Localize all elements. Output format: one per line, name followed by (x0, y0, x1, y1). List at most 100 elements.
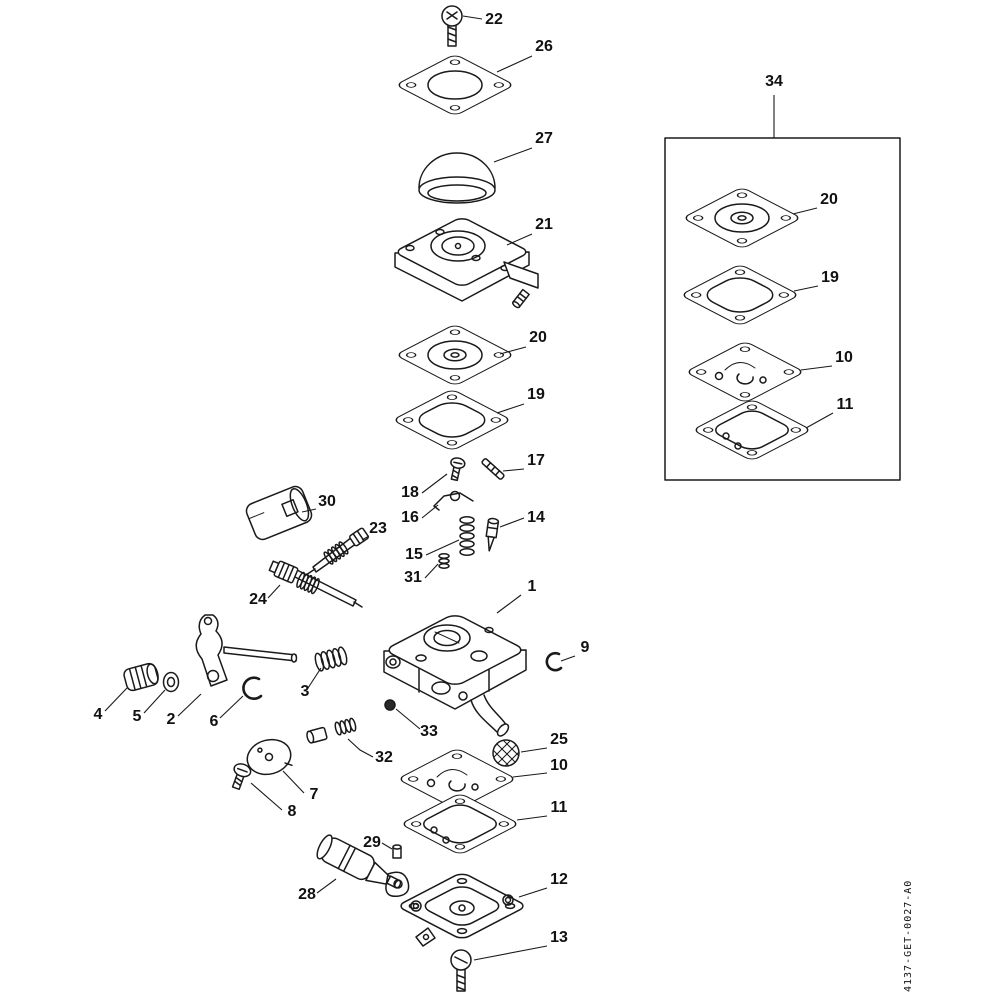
part-19-gasket-kit (679, 263, 801, 327)
callout-label: 12 (550, 871, 568, 888)
callout-17: 17 (502, 452, 545, 472)
callout-16: 16 (401, 504, 439, 526)
callout-label: 33 (420, 723, 438, 740)
part-7-valve-disc (243, 735, 294, 779)
part-18-screw (447, 457, 465, 481)
part-29-plug (393, 845, 401, 858)
part-15-spring (460, 517, 474, 555)
part-20-diaphragm-kit (681, 186, 803, 250)
callout-label: 9 (581, 639, 590, 656)
callout-24: 24 (249, 584, 281, 608)
part-23-adjusting-screw-high (306, 528, 369, 575)
part-33-ball (385, 700, 395, 710)
callout-7: 7 (282, 770, 319, 803)
callout-label: 28 (298, 886, 316, 903)
callout-10-kit: 10 (800, 349, 853, 371)
callout-label: 19 (527, 386, 545, 403)
callout-4: 4 (94, 687, 128, 723)
callout-label: 17 (527, 452, 545, 469)
callout-11: 11 (516, 799, 568, 821)
part-16-metering-lever (434, 492, 473, 511)
callout-2: 2 (167, 693, 202, 728)
callout-23: 23 (361, 520, 387, 541)
callout-label: 20 (529, 329, 547, 346)
callout-label: 2 (167, 711, 176, 728)
callout-label: 22 (485, 11, 503, 28)
part-2-lever-bracket (196, 615, 296, 686)
callout-30: 30 (301, 493, 336, 513)
part-8-screw (228, 762, 253, 791)
callout-26: 26 (496, 38, 553, 73)
callout-label: 8 (288, 803, 297, 820)
callout-15: 15 (405, 539, 460, 563)
callout-6: 6 (210, 695, 244, 730)
callout-label: 19 (821, 269, 839, 286)
callout-label: 21 (535, 216, 553, 233)
part-13-screw (451, 950, 471, 991)
part-19-gasket (391, 388, 513, 452)
part-14-inlet-needle (484, 518, 498, 552)
callout-9: 9 (560, 639, 590, 662)
part-6-retaining-clip (243, 678, 261, 699)
callout-label: 1 (528, 578, 537, 595)
part-21-pump-body (394, 217, 538, 309)
callout-label: 30 (318, 493, 336, 510)
service-kit-box (665, 138, 900, 480)
part-24-adjusting-screw-low (268, 558, 362, 607)
callout-label: 34 (765, 73, 783, 90)
callout-21: 21 (506, 216, 553, 246)
callout-label: 3 (301, 683, 310, 700)
callout-29: 29 (363, 834, 393, 851)
pump-boss-outline (386, 872, 409, 896)
part-22-screw (442, 6, 462, 46)
callout-5: 5 (133, 689, 166, 725)
callout-31: 31 (404, 563, 439, 586)
callout-32: 32 (347, 738, 393, 766)
part-32-plug-spring (306, 718, 357, 744)
callout-18: 18 (401, 473, 448, 501)
part-26-cover-gasket (394, 53, 516, 117)
part-4-cap-nut (123, 662, 161, 692)
part-20-diaphragm (394, 323, 516, 387)
callout-34: 34 (765, 73, 783, 138)
callout-10: 10 (512, 757, 568, 778)
callout-label: 4 (94, 706, 103, 723)
callout-label: 29 (363, 834, 381, 851)
part-27-dome-cap (419, 153, 495, 203)
callout-label: 15 (405, 546, 423, 563)
callout-label: 32 (375, 749, 393, 766)
callout-label: 10 (550, 757, 568, 774)
part-30-cap (244, 484, 314, 542)
callout-8: 8 (250, 782, 297, 820)
callout-20-kit: 20 (792, 191, 838, 215)
part-10-metering-diaphragm (396, 747, 518, 811)
callout-label: 27 (535, 130, 553, 147)
part-9-retaining-clip (547, 653, 561, 670)
callout-label: 6 (210, 713, 219, 730)
part-5-washer (164, 673, 179, 692)
callout-33: 33 (395, 708, 438, 740)
part-11-gasket-main (399, 792, 521, 856)
callout-19: 19 (496, 386, 545, 414)
callout-14: 14 (499, 509, 545, 528)
callout-label: 13 (550, 929, 568, 946)
callout-27: 27 (493, 130, 553, 163)
part-17-pin (481, 458, 504, 480)
callout-label: 31 (404, 569, 422, 586)
part-11-gasket-kit (691, 398, 813, 462)
callout-label: 11 (551, 799, 568, 816)
part-10-metering-diaphragm-kit (684, 340, 806, 404)
callout-20: 20 (499, 329, 547, 355)
callout-label: 16 (401, 509, 419, 526)
callout-19-kit: 19 (793, 269, 839, 292)
callout-11-kit: 11 (805, 396, 854, 429)
callout-22: 22 (462, 11, 503, 28)
callout-label: 23 (369, 520, 387, 537)
callout-label: 18 (401, 484, 419, 501)
callout-13: 13 (473, 929, 568, 961)
callout-label: 5 (133, 708, 142, 725)
callout-label: 25 (550, 731, 568, 748)
